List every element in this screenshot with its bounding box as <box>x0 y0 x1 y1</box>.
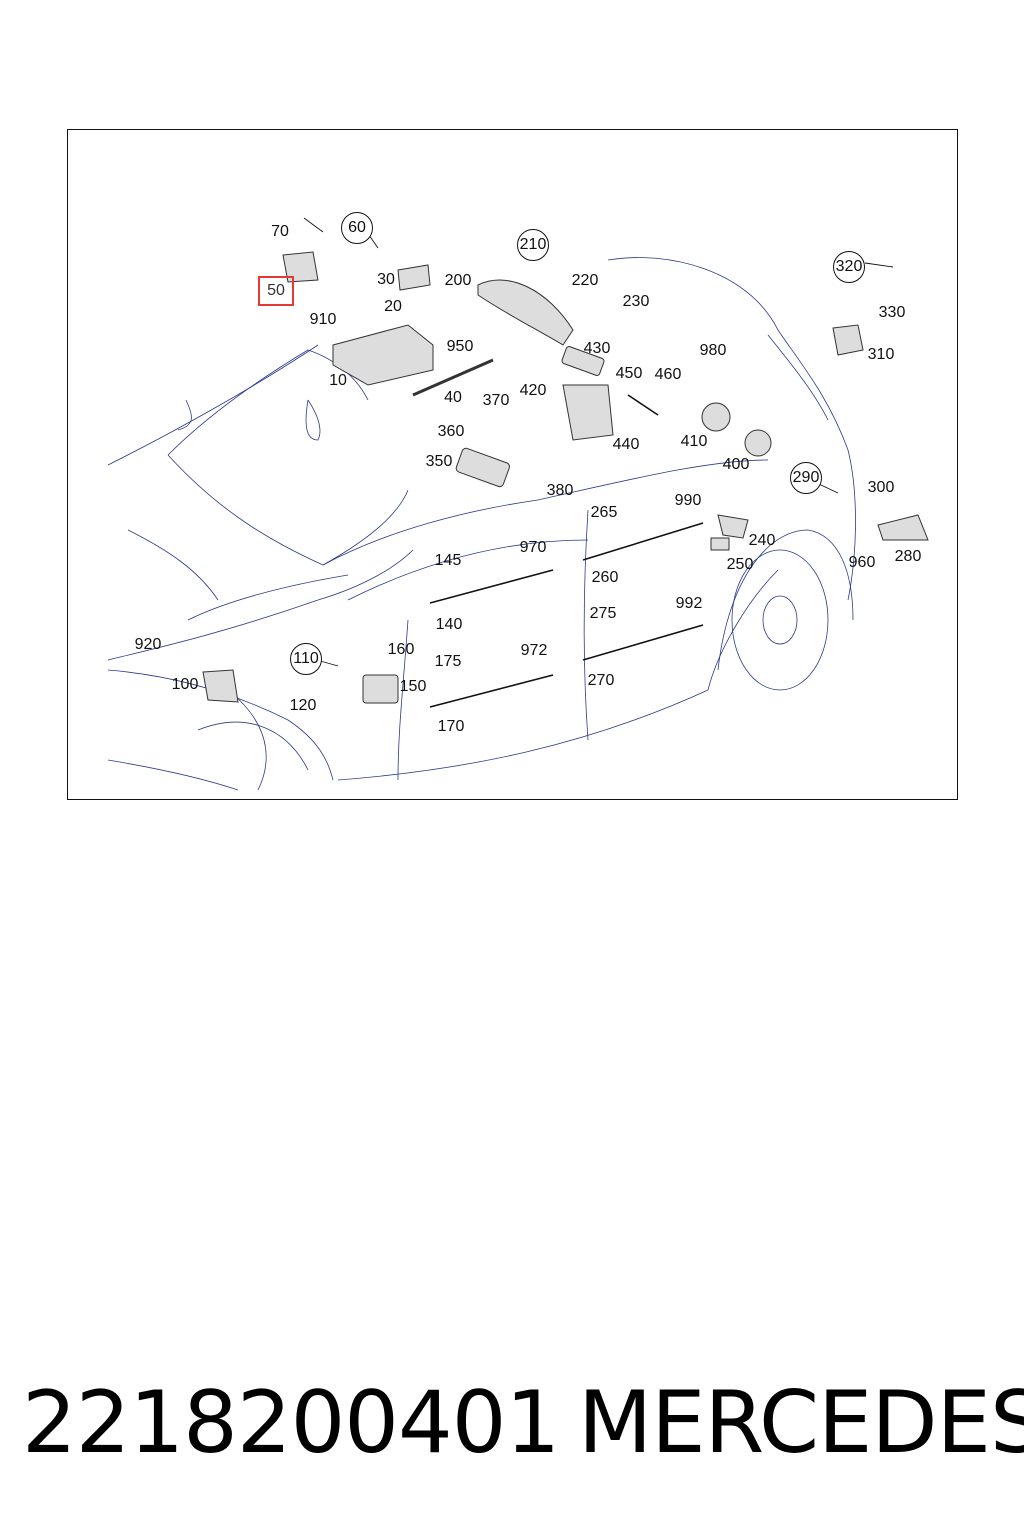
lamp-part <box>717 514 749 539</box>
callout-label[interactable]: 410 <box>680 433 708 450</box>
callout-label[interactable]: 280 <box>894 548 922 565</box>
callout-label[interactable]: 420 <box>519 382 547 399</box>
switch-part <box>561 346 605 376</box>
handle-part <box>455 447 510 488</box>
circled-callout[interactable]: 60 <box>341 212 373 244</box>
callout-label[interactable]: 360 <box>437 423 465 440</box>
parts-drawings <box>202 251 929 704</box>
callout-label[interactable]: 910 <box>309 311 337 328</box>
callout-label[interactable]: 330 <box>878 304 906 321</box>
callout-label[interactable]: 450 <box>615 365 643 382</box>
small-bracket-part <box>282 251 319 283</box>
highlighted-part-number: 50 <box>267 282 285 299</box>
callout-label[interactable]: 30 <box>377 271 395 288</box>
rod-part <box>412 358 494 397</box>
door-panel-part <box>562 384 614 441</box>
callout-label[interactable]: 430 <box>583 340 611 357</box>
callout-label[interactable]: 100 <box>171 676 199 693</box>
callout-label[interactable]: 170 <box>437 718 465 735</box>
callout-label[interactable]: 140 <box>435 616 463 633</box>
highlighted-part-label[interactable]: 50 <box>258 276 294 306</box>
callout-label[interactable]: 160 <box>387 641 415 658</box>
circled-callout[interactable]: 210 <box>517 229 549 261</box>
callout-label[interactable]: 300 <box>867 479 895 496</box>
product-caption: 2218200401 MERCEDES <box>0 1368 1024 1478</box>
callout-label[interactable]: 990 <box>674 492 702 509</box>
overhead-console-part <box>332 324 434 386</box>
callout-label[interactable]: 220 <box>571 272 599 289</box>
callout-label[interactable]: 380 <box>546 482 574 499</box>
callout-label[interactable]: 950 <box>446 338 474 355</box>
car-body-lines <box>107 257 856 791</box>
callout-label[interactable]: 200 <box>444 272 472 289</box>
parts-diagram: 50 70 30 20 910 10 40 950 200 220 230 43… <box>67 129 958 800</box>
callout-label[interactable]: 960 <box>848 554 876 571</box>
callout-label[interactable]: 310 <box>867 346 895 363</box>
callout-label[interactable]: 70 <box>271 223 289 240</box>
speaker-part <box>744 429 772 457</box>
cover-part <box>397 264 431 291</box>
callout-label[interactable]: 440 <box>612 436 640 453</box>
part-number: 2218200401 <box>22 1373 560 1473</box>
circled-callout[interactable]: 290 <box>790 462 822 494</box>
callout-label[interactable]: 270 <box>587 672 615 689</box>
circled-callout[interactable]: 110 <box>290 643 322 675</box>
front-light-part <box>202 669 239 703</box>
rear-sensor-part <box>832 324 864 356</box>
callout-label[interactable]: 992 <box>675 595 703 612</box>
circled-callout-number: 60 <box>348 219 366 236</box>
callout-label[interactable]: 970 <box>519 539 547 556</box>
callout-label[interactable]: 175 <box>434 653 462 670</box>
switch-block-part <box>362 674 399 704</box>
circled-callout-number: 110 <box>293 650 319 667</box>
brand-name: MERCEDES <box>578 1373 1024 1473</box>
wire-segments <box>429 394 704 708</box>
callout-label[interactable]: 400 <box>722 456 750 473</box>
interior-light-panel-part <box>477 279 574 346</box>
callout-label[interactable]: 150 <box>399 678 427 695</box>
callout-label[interactable]: 972 <box>520 642 548 659</box>
circled-callout-number: 210 <box>519 236 547 253</box>
callout-label[interactable]: 260 <box>591 569 619 586</box>
callout-label[interactable]: 40 <box>444 389 462 406</box>
callout-label[interactable]: 20 <box>384 298 402 315</box>
callout-label[interactable]: 370 <box>482 392 510 409</box>
small-lamp-part <box>710 537 730 551</box>
callout-label[interactable]: 250 <box>726 556 754 573</box>
callout-label[interactable]: 460 <box>654 366 682 383</box>
callout-label[interactable]: 980 <box>699 342 727 359</box>
callout-label[interactable]: 265 <box>590 504 618 521</box>
callout-label[interactable]: 230 <box>622 293 650 310</box>
callout-label[interactable]: 145 <box>434 552 462 569</box>
circled-callout-number: 320 <box>835 258 863 275</box>
ring-part <box>701 402 731 432</box>
circled-callout-number: 290 <box>792 469 820 486</box>
rear-handle-part <box>877 514 929 541</box>
callout-label[interactable]: 275 <box>589 605 617 622</box>
callout-label[interactable]: 350 <box>425 453 453 470</box>
callout-label[interactable]: 920 <box>134 636 162 653</box>
circled-callout[interactable]: 320 <box>833 251 865 283</box>
car-outline-drawing <box>107 217 929 791</box>
callout-label[interactable]: 240 <box>748 532 776 549</box>
callout-label[interactable]: 10 <box>329 372 347 389</box>
callout-label[interactable]: 120 <box>289 697 317 714</box>
